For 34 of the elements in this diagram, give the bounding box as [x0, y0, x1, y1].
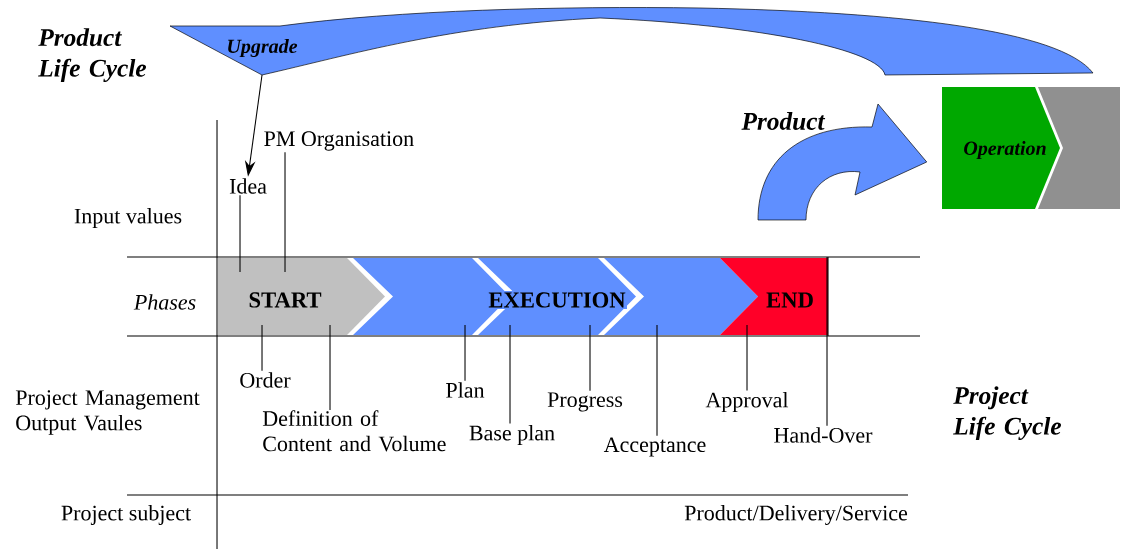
- row-label: Product/Delivery/Service: [684, 505, 908, 525]
- phase-block: END: [720, 256, 829, 337]
- row-label: Project Management Output Vaules: [15, 390, 200, 435]
- leader-line: [509, 324, 511, 424]
- cycle-title: Project Life Cycle: [953, 386, 1062, 440]
- callout-label: Approval: [705, 392, 789, 412]
- callout-label: Plan: [446, 382, 485, 398]
- callout-label: Order: [240, 372, 291, 388]
- leader-line: [589, 324, 591, 392]
- phase-band: EXECUTION: [353, 258, 758, 335]
- leader-line: [746, 324, 748, 391]
- row-label: Input values: [74, 208, 182, 228]
- edge-label: Product: [741, 112, 826, 130]
- leader-line: [656, 324, 658, 437]
- callout-label: PM Organisation: [264, 131, 414, 151]
- callout-label: Definition of Content and Volume: [262, 410, 446, 452]
- callout-label: Hand-Over: [774, 427, 873, 443]
- row-label: Phases: [133, 294, 196, 310]
- leader-line: [464, 324, 466, 382]
- leader-line: [329, 324, 331, 411]
- curved-arrow-band: Upgrade: [169, 7, 1094, 76]
- leader-line: [261, 324, 263, 372]
- callout-label: Progress: [547, 392, 623, 412]
- callout-label: Idea: [229, 178, 267, 194]
- callout-label: Base plan: [469, 425, 555, 445]
- leader-line: [284, 151, 286, 273]
- cycle-title: Product Life Cycle: [38, 28, 147, 82]
- leader-line: [239, 194, 241, 273]
- operation-block: Operation: [942, 87, 1120, 209]
- row-label: Project subject: [61, 505, 191, 525]
- curved-arrow: [757, 103, 928, 221]
- leader-line: [826, 256, 828, 427]
- callout-label: Acceptance: [603, 437, 706, 457]
- phase-chevron: START: [218, 258, 385, 335]
